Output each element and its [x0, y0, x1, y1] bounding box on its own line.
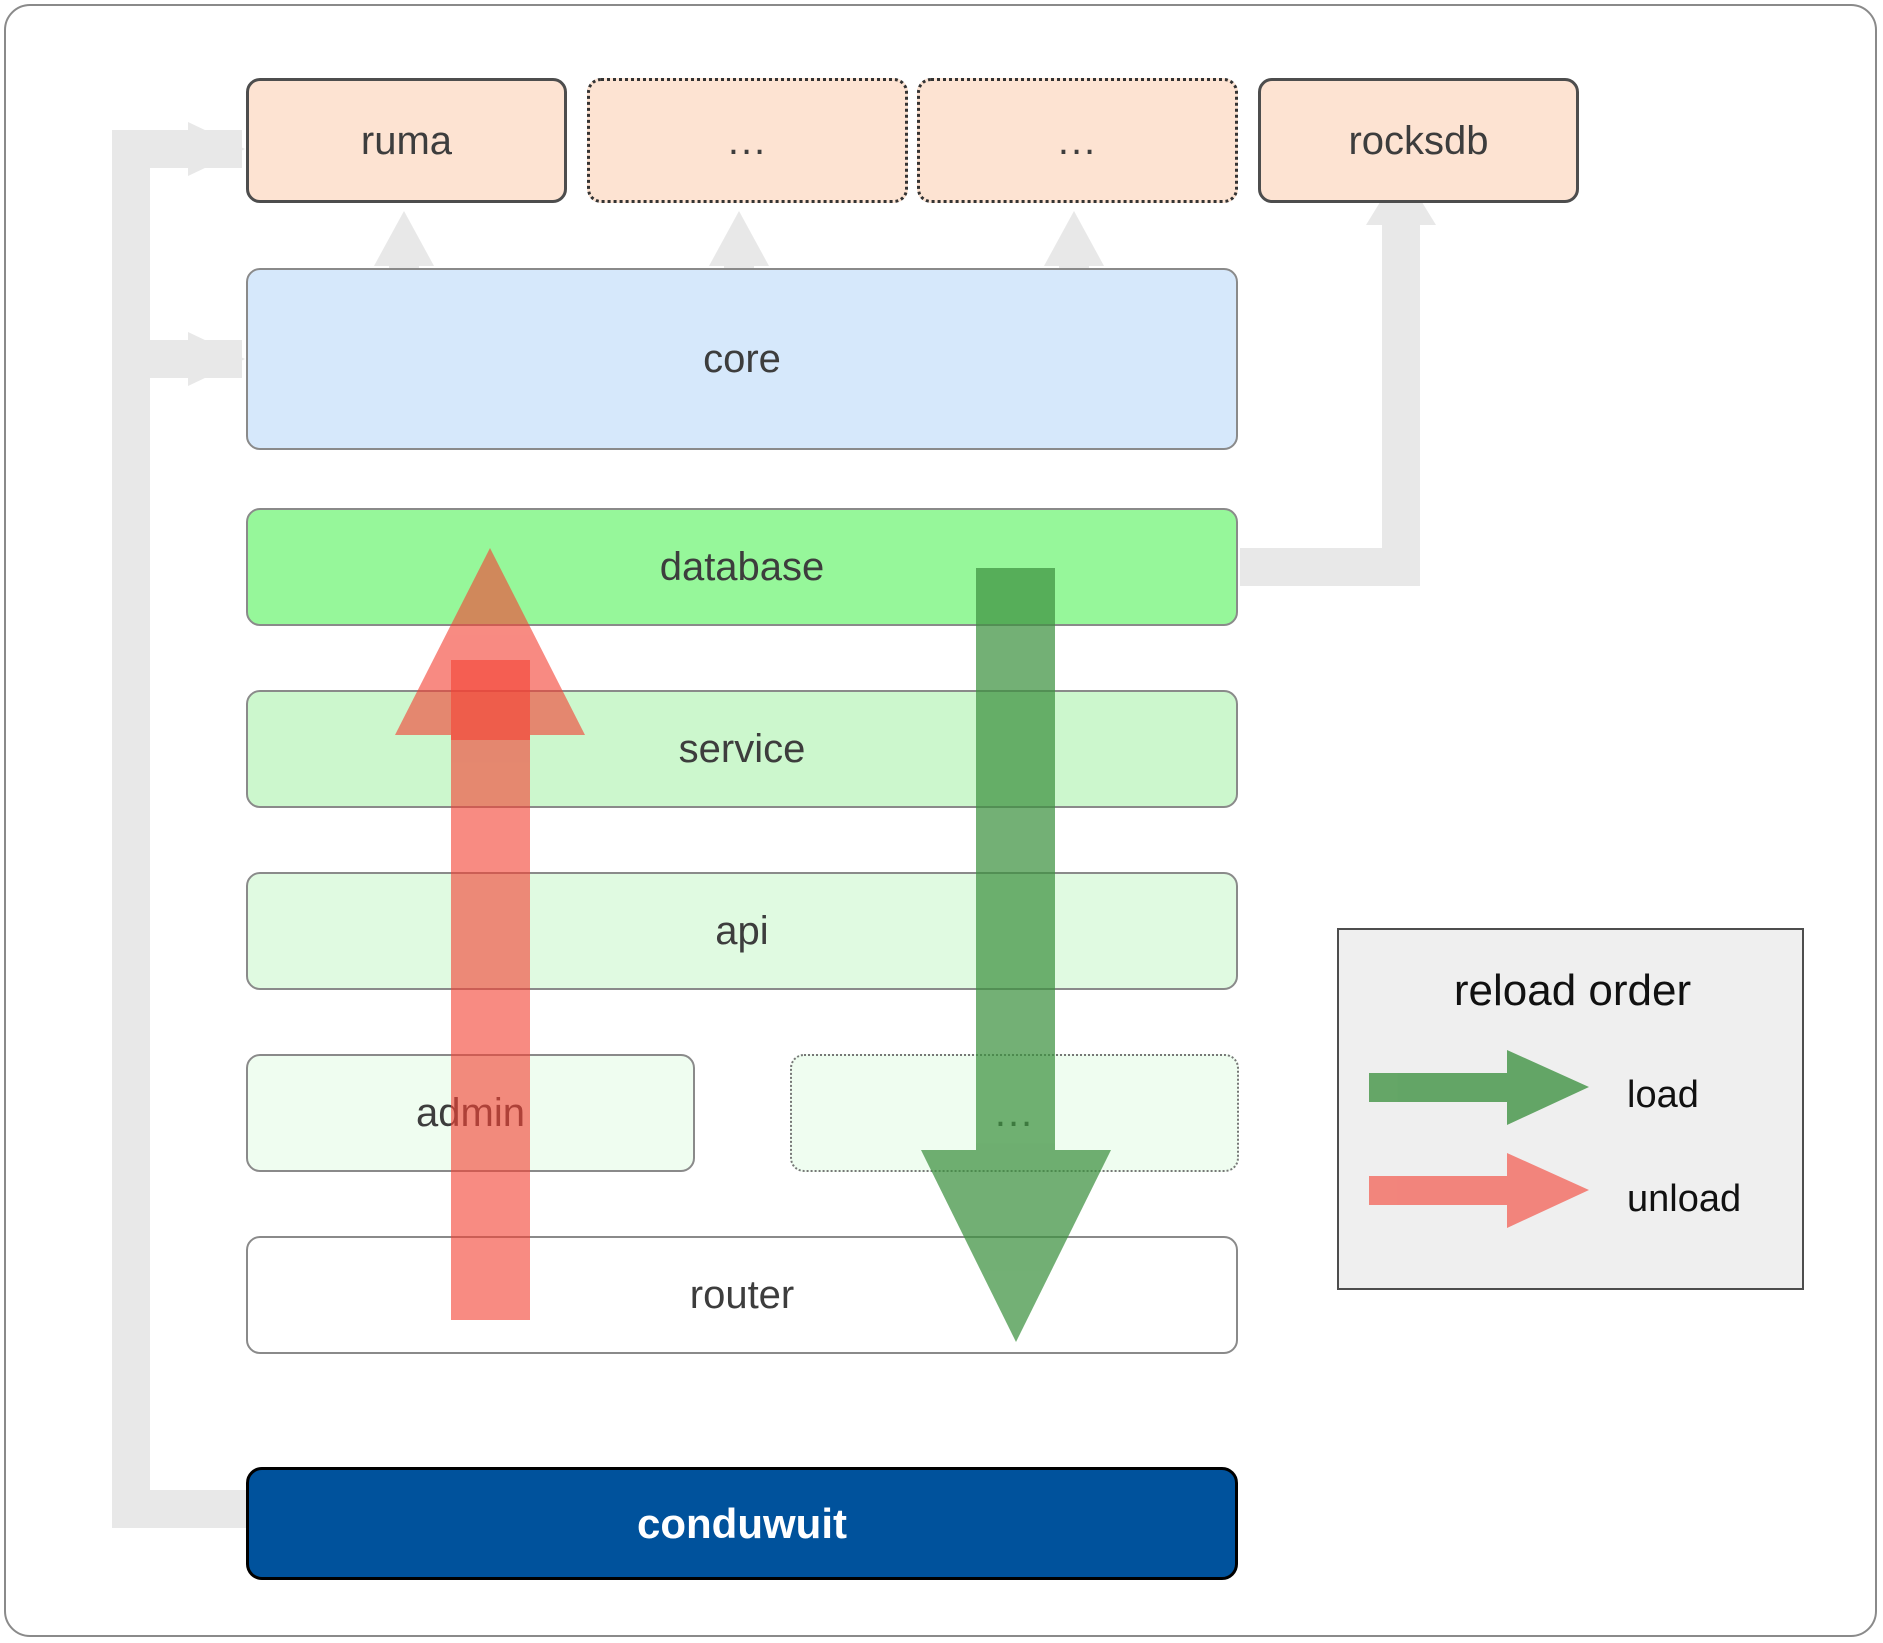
layer-box-api[interactable]: api — [246, 872, 1238, 990]
dependency-box-rocksdb[interactable]: rocksdb — [1258, 78, 1579, 203]
layer-label-api: api — [715, 909, 769, 953]
layer-label-ellipsis: ... — [994, 1091, 1035, 1135]
dependency-label-ellipsis-2: ... — [1057, 118, 1098, 163]
dependency-label-ruma: ruma — [360, 118, 453, 163]
layer-box-admin[interactable]: admin — [246, 1054, 695, 1172]
layer-label-admin: admin — [416, 1091, 525, 1135]
layer-label-database: database — [659, 545, 825, 589]
legend-label-unload: unload — [1627, 1178, 1742, 1220]
layer-box-router[interactable]: router — [246, 1236, 1238, 1354]
dependency-box-ellipsis-2[interactable]: ... — [917, 78, 1238, 203]
core-label: core — [703, 337, 781, 381]
legend-title: reload order — [1453, 966, 1692, 1015]
layer-box-service[interactable]: service — [246, 690, 1238, 808]
diagram-frame — [4, 4, 1877, 1637]
dependency-box-ellipsis-1[interactable]: ... — [587, 78, 908, 203]
load-arrow-icon — [1369, 1050, 1589, 1125]
root-box-conduwuit[interactable]: conduwuit — [246, 1467, 1238, 1580]
dependency-label-ellipsis-1: ... — [727, 118, 768, 163]
layer-label-router: router — [689, 1273, 795, 1317]
dependency-label-rocksdb: rocksdb — [1348, 118, 1489, 163]
dependency-box-ruma[interactable]: ruma — [246, 78, 567, 203]
layer-box-database[interactable]: database — [246, 508, 1238, 626]
layer-label-service: service — [678, 727, 806, 771]
unload-arrow-icon — [1369, 1153, 1589, 1228]
core-box[interactable]: core — [246, 268, 1238, 450]
layer-box-ellipsis[interactable]: ... — [790, 1054, 1239, 1172]
root-label-conduwuit: conduwuit — [637, 1499, 847, 1547]
legend-label-load: load — [1627, 1074, 1699, 1116]
legend-arrow-icons — [1369, 1050, 1589, 1228]
legend-panel: reload order load unload — [1337, 928, 1804, 1290]
